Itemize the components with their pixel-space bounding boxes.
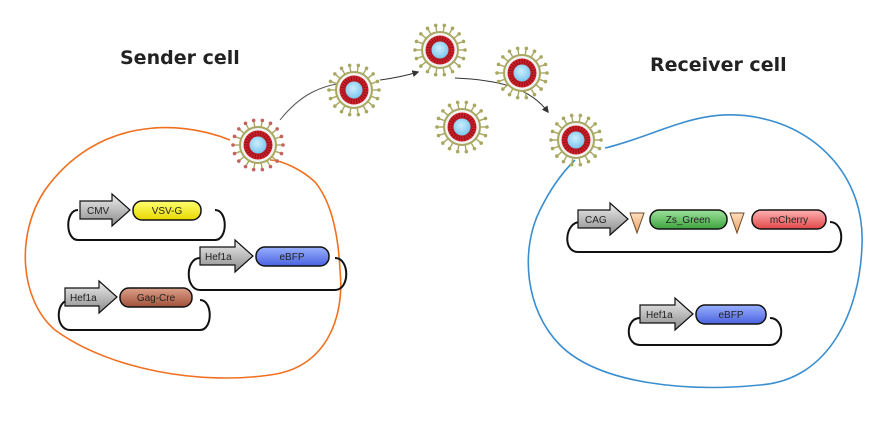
gene-label: eBFP (718, 310, 743, 321)
gene-box (119, 287, 193, 308)
virus-particle (327, 63, 381, 117)
sender-plasmid-hef1a-ebfp: Hef1a eBFP (187, 238, 348, 291)
gene-box (695, 304, 767, 325)
virus-particle (231, 118, 285, 172)
promoter-label: CAG (585, 215, 607, 226)
transfer-arrow-2 (379, 70, 420, 81)
promoter-arrow (577, 201, 629, 237)
sender-plasmid-cmv-vsvg: CMV VSV-G (67, 192, 226, 241)
promoter-label: CMV (87, 206, 110, 217)
virus-particle (413, 23, 467, 77)
gene-label: Zs_Green (666, 215, 710, 226)
gene-label: VSV-G (152, 206, 183, 217)
promoter-arrow (64, 279, 118, 315)
virus-particles (231, 23, 603, 172)
virus-particle (495, 46, 549, 100)
gene-label: mCherry (770, 215, 808, 226)
gene-box (751, 209, 827, 230)
gene-box (649, 209, 728, 230)
sender-cell-title: Sender cell (120, 47, 240, 69)
sender-cell-membrane (24, 126, 342, 379)
virus-particle (435, 100, 489, 154)
receiver-cell-title: Receiver cell (650, 54, 787, 76)
virus-particle (549, 113, 603, 167)
gene-box (255, 246, 330, 267)
promoter-arrow (79, 192, 131, 228)
gene-label: eBFP (279, 252, 304, 263)
sender-plasmid-hef1a-gagcre: Hef1a Gag-Cre (57, 279, 211, 331)
receiver-plasmid-cag-reporter: CAG Zs_Green mCherry (566, 201, 843, 253)
loxp-site-icon (729, 212, 745, 235)
promoter-arrow (639, 296, 694, 332)
promoter-label: Hef1a (646, 310, 673, 321)
promoter-label: Hef1a (205, 252, 232, 263)
receiver-cell-membrane (527, 114, 863, 389)
promoter-label: Hef1a (70, 293, 97, 304)
promoter-arrow (199, 238, 254, 274)
gene-box (132, 200, 202, 221)
gene-label: Gag-Cre (137, 293, 176, 304)
loxp-site-icon (629, 212, 645, 235)
receiver-plasmid-hef1a-ebfp: Hef1a eBFP (627, 296, 783, 346)
